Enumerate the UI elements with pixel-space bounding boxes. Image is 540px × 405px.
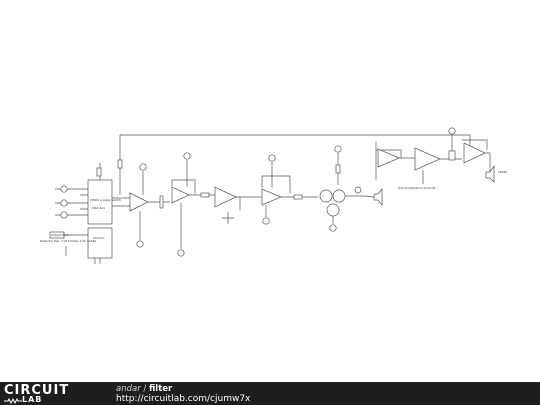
voltage-source-icon (136, 240, 144, 248)
switch-label: CMOS Analog Switch (90, 198, 121, 202)
arduino-label: Arduino (93, 236, 105, 240)
logo-text-lab: LAB (22, 395, 43, 404)
circuit-meta: andar / filter http://circuitlab.com/cju… (116, 384, 250, 405)
speaker-label: SPKR1 (498, 170, 508, 174)
voltage-source-icon (177, 249, 185, 257)
voltage-source-icon (60, 199, 68, 207)
wire (222, 212, 234, 224)
arduino-block (87, 227, 113, 259)
opamp-icon (214, 186, 237, 208)
wire (485, 152, 491, 172)
wire (112, 197, 170, 207)
author-link[interactable]: andar (116, 384, 141, 394)
opamp-icon (414, 147, 441, 171)
voltage-source-icon (262, 217, 270, 225)
circuit-byline: andar / filter (116, 384, 250, 394)
opamp-icon (463, 142, 486, 164)
switch-ic (87, 179, 113, 225)
wire (376, 149, 402, 158)
logo-text-circuit: CIRCUIT (4, 383, 70, 398)
wire (67, 188, 88, 216)
wire (462, 139, 488, 150)
opamp-icon (171, 186, 190, 204)
control-label: MAX 4xx (92, 206, 105, 210)
wire (80, 194, 88, 210)
transistor-icon (332, 189, 346, 203)
voltage-source-icon (354, 186, 362, 194)
resistor-icon (96, 167, 102, 177)
voltage-source-icon (448, 127, 456, 135)
transistor-icon (326, 203, 340, 217)
resistor-icon (293, 194, 303, 200)
voltage-source-icon (183, 152, 191, 160)
schematic-canvas[interactable]: CMOS Analog Switch MAX 4xx Arduino Outpu… (0, 0, 540, 380)
output-port-label: Output Port (51, 233, 69, 237)
wire (363, 195, 375, 198)
voltage-source-icon (334, 145, 342, 153)
wire (171, 179, 196, 194)
opamp-icon (377, 148, 400, 168)
transistor-icon (319, 189, 333, 203)
voltage-source-icon (268, 154, 276, 162)
circuit-schematic: CMOS Analog Switch MAX 4xx Arduino Outpu… (40, 127, 508, 264)
wire (55, 188, 61, 216)
wire (261, 175, 291, 193)
opamp-icon (129, 192, 149, 212)
byline-separator: / (143, 384, 147, 394)
capacitor-icon (159, 195, 164, 209)
circuitlab-logo[interactable]: CIRCUIT LAB (4, 384, 100, 404)
speaker-icon (373, 188, 383, 206)
voltage-source-icon (60, 211, 68, 219)
resistor-icon (200, 192, 210, 198)
footer-bar: CIRCUIT LAB andar / filter http://circui… (0, 382, 540, 405)
speaker-icon (485, 164, 495, 183)
wire (94, 258, 101, 264)
resistor-icon (448, 150, 456, 161)
logo-resistor-icon (4, 398, 22, 404)
resistor-icon (117, 159, 123, 169)
regulator-label: Transimpedance Schmitt (397, 186, 436, 190)
opamp-icon (261, 188, 282, 206)
voltage-source-icon (329, 224, 337, 232)
circuit-title[interactable]: filter (148, 384, 173, 394)
resistor-icon (335, 164, 341, 174)
voltage-source-icon (60, 185, 68, 193)
photodiode-note: Detector Pair: 2 IR Diodes 1.5k 5k08a (40, 239, 96, 243)
voltage-source-icon (139, 163, 147, 171)
circuit-url[interactable]: http://circuitlab.com/cjumw7x (116, 394, 251, 404)
